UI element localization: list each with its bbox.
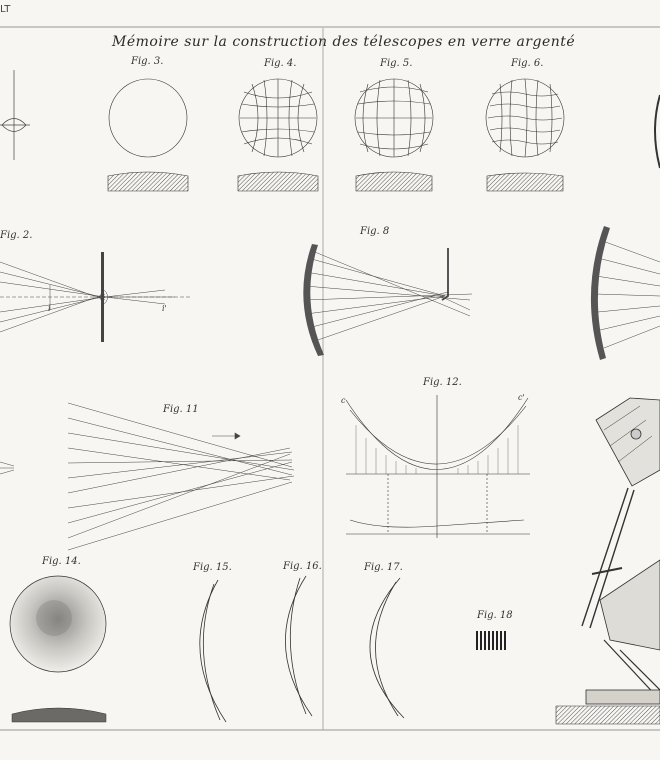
- fig8-label: Fig. 8: [360, 226, 390, 237]
- fig4-label: Fig. 4.: [264, 58, 297, 69]
- plate-title: Mémoire sur la construction des télescop…: [112, 34, 576, 50]
- fig8-concave-mirror: [303, 244, 324, 356]
- fig13-base-hatch: [555, 705, 660, 725]
- fig16-curves: [285, 575, 313, 717]
- fig11-label: Fig. 11: [163, 404, 199, 415]
- mark-c-right: c': [518, 393, 525, 402]
- fig3-grid-circle: [108, 78, 188, 158]
- fig2-screen: [101, 252, 104, 342]
- fig3-label: Fig. 3.: [131, 56, 164, 67]
- fig9-concave-mirror: [590, 226, 610, 360]
- fig18-striped-block: [476, 631, 506, 650]
- fig12-label: Fig. 12.: [423, 377, 462, 388]
- fig5-mirror-section: [355, 171, 433, 192]
- fig5-barrel-grid: [354, 78, 434, 158]
- fig12-hatch-lines: [355, 425, 519, 474]
- fig8-screen: [441, 248, 449, 301]
- fig14-mirror-section: [11, 707, 107, 723]
- fig12-parabola: [345, 395, 530, 538]
- fig16-label: Fig. 16.: [283, 561, 322, 572]
- fig6-mirror-section: [486, 172, 564, 192]
- fig6-wavy-grid: [485, 78, 565, 158]
- fig2-label: Fig. 2.: [0, 230, 33, 241]
- fig17-label: Fig. 17.: [364, 562, 403, 573]
- fig10-partial-fan: [0, 461, 15, 475]
- mark-i-left: i: [48, 304, 51, 313]
- fig14-stippled-disc: [9, 575, 107, 673]
- fig17-curves: [369, 577, 405, 719]
- fig4-distorted-grid: [238, 78, 318, 158]
- fig11-converging-rays: [67, 402, 295, 551]
- corner-text: LT: [0, 4, 11, 15]
- fig3-mirror-section: [107, 171, 189, 192]
- fig11-arrow: [212, 432, 241, 440]
- fig14-label: Fig. 14.: [42, 556, 81, 567]
- fig7-partial-mirror: [654, 94, 660, 169]
- fig15-label: Fig. 15.: [193, 562, 232, 573]
- fig18-label: Fig. 18: [477, 610, 513, 621]
- mark-c-left: c: [341, 396, 346, 405]
- fig2-ray-diagram: [0, 261, 190, 333]
- mark-i-right: i': [162, 304, 167, 313]
- fig9-partial-mirror-rays: [595, 239, 660, 349]
- fig13-telescope-mount: [581, 397, 660, 705]
- fig15-curves: [199, 579, 227, 723]
- fig6-label: Fig. 6.: [511, 58, 544, 69]
- fig1-partial-lens: [0, 70, 30, 160]
- fig4-mirror-section: [237, 171, 319, 192]
- fig5-label: Fig. 5.: [380, 58, 413, 69]
